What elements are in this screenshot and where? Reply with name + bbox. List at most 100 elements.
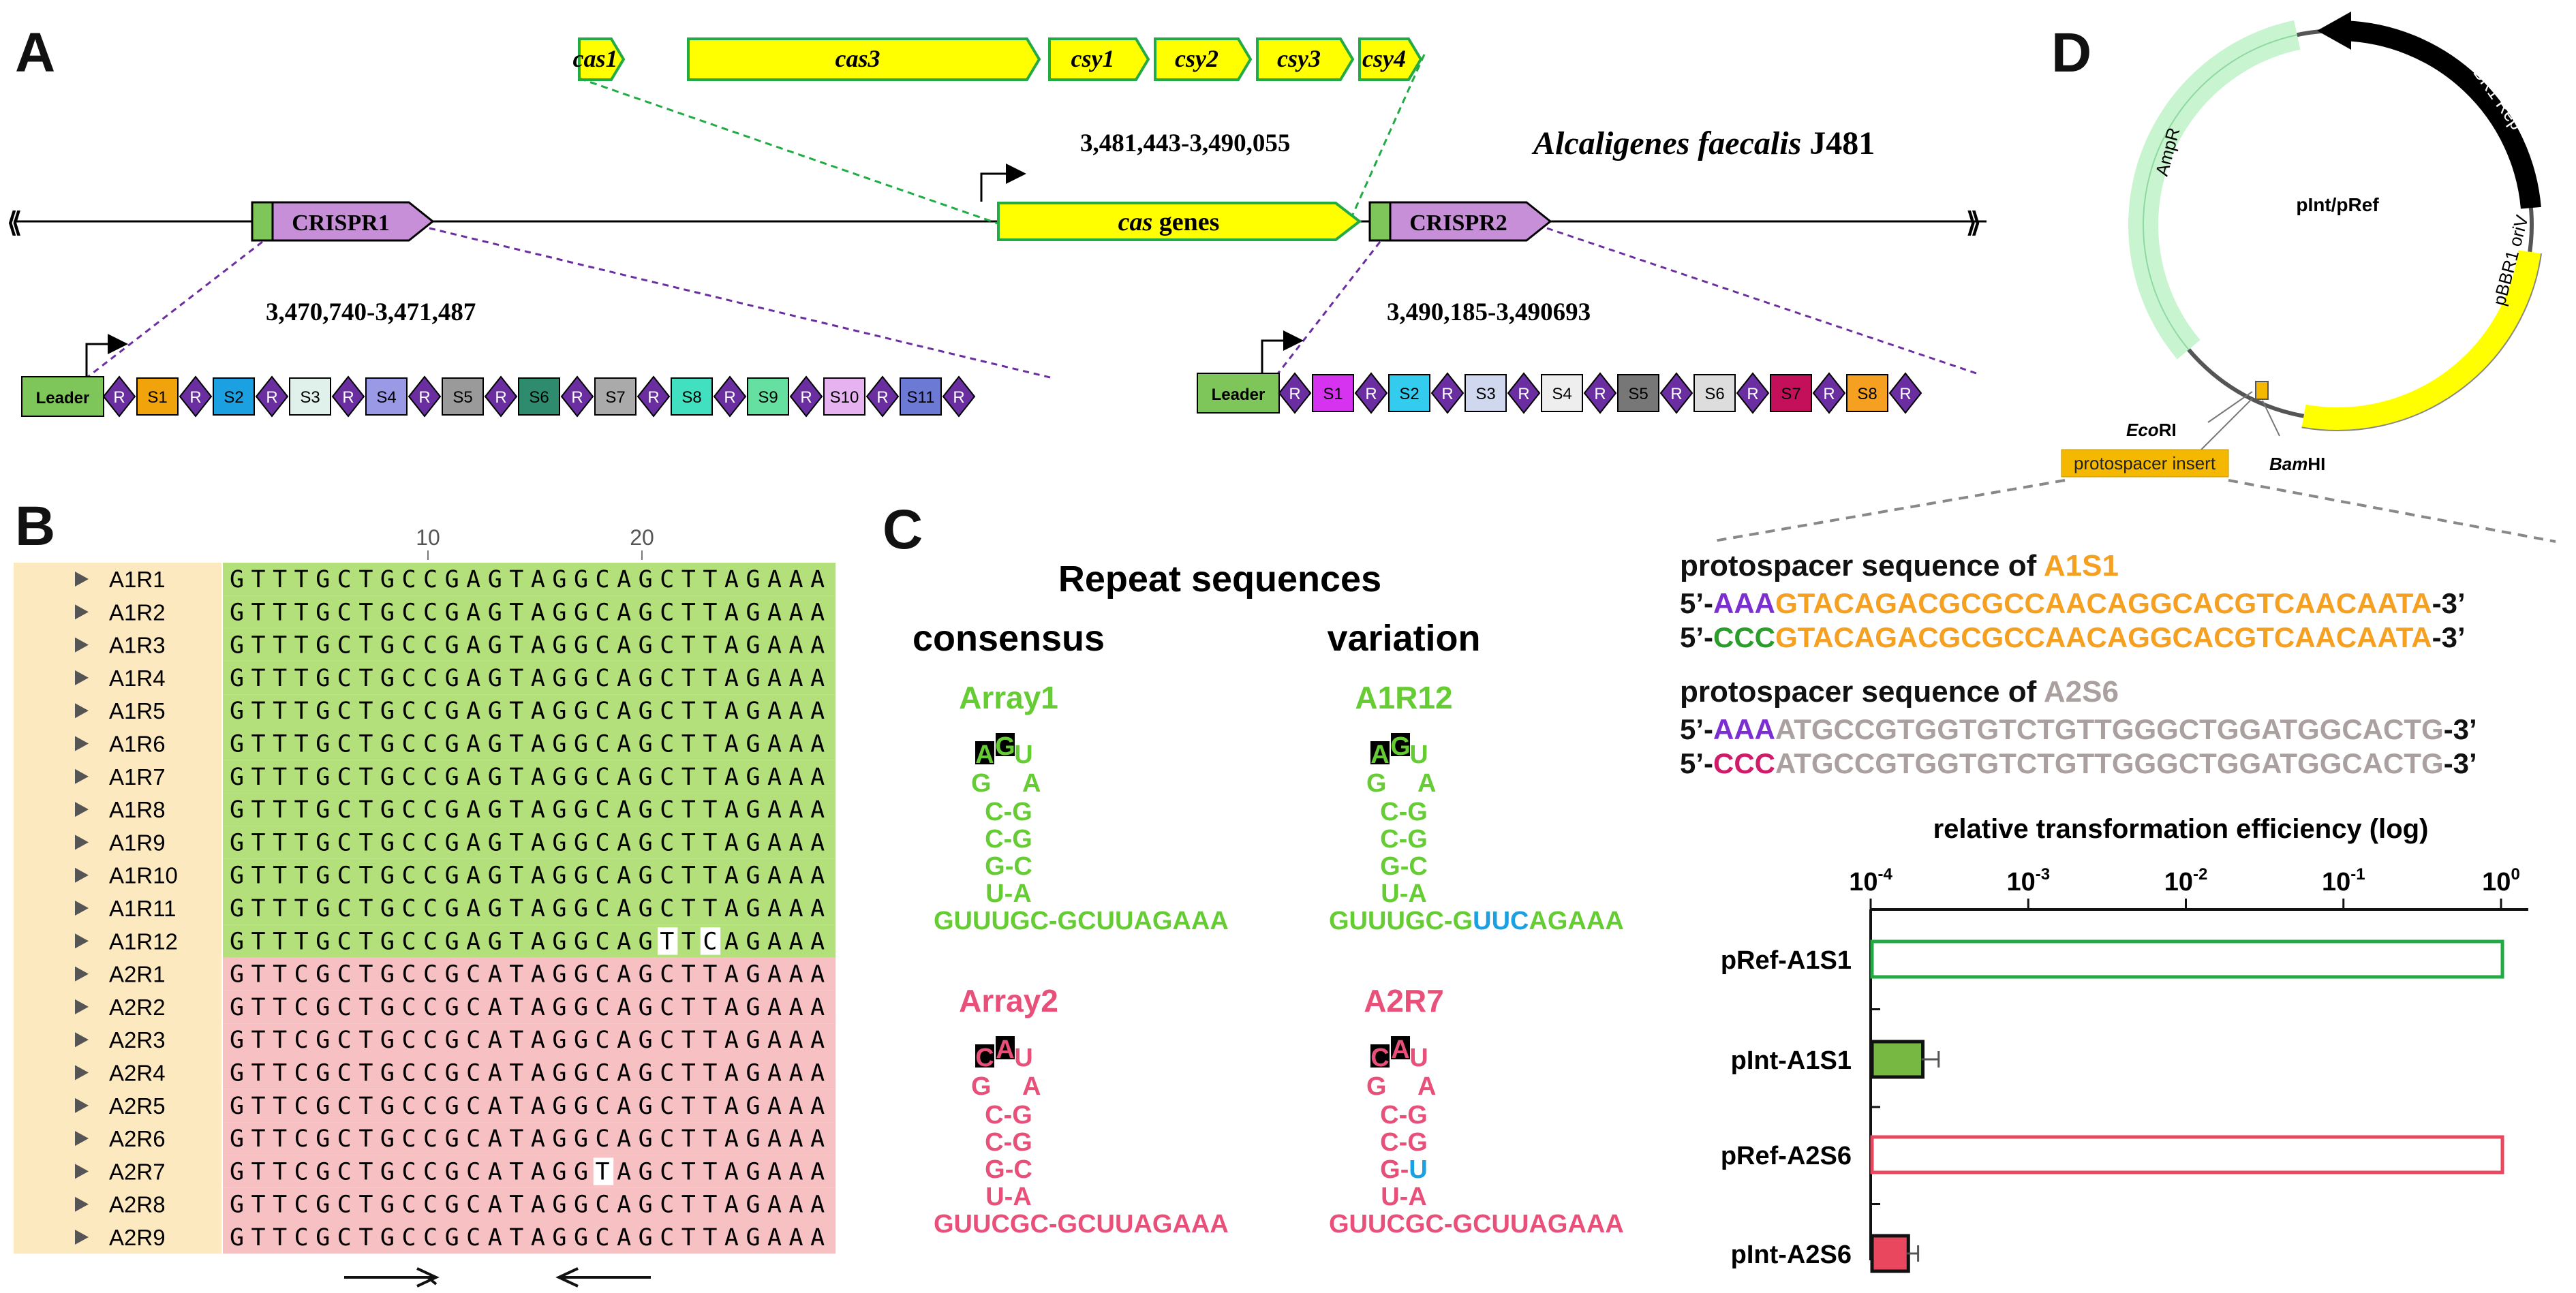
repeat-label: R	[342, 388, 354, 407]
repeat-label: R	[1747, 385, 1758, 403]
repeat-label: R	[571, 388, 583, 407]
stem-pair: G-C	[1380, 852, 1428, 881]
loop-base: G	[995, 732, 1015, 761]
stem-pair: G-U	[1380, 1155, 1428, 1184]
insert-zoom-line-left	[1710, 479, 2066, 543]
hairpin-tail: GUUCGC-GCUUAGAAA	[1329, 1210, 1624, 1239]
ruler-10: 10	[416, 525, 440, 550]
crispr1-label: CRISPR1	[292, 211, 390, 236]
array2-repeat: R	[1507, 372, 1541, 414]
array1-repeat: R	[865, 375, 900, 418]
stem-pair: C-G	[985, 1101, 1032, 1130]
sequence-name: A1R2	[109, 599, 166, 625]
loop-base: C	[1370, 1044, 1389, 1072]
sequence-name: A2R6	[109, 1126, 166, 1151]
stem-pair: C-G	[985, 1128, 1032, 1157]
highlight-box	[1370, 1044, 1390, 1068]
stem-pair: U-A	[985, 1183, 1032, 1211]
array2-repeat: R	[1659, 372, 1693, 414]
col-consensus: consensus	[913, 618, 1105, 659]
category-label: pRef-A2S6	[1721, 1142, 1852, 1170]
array1-spacer-s5: S5	[442, 377, 484, 416]
array2-spacer-s5: S5	[1617, 374, 1659, 412]
protospacer-line: 5’-AAAGTACAGACGCGCCAACAGGCACGTCAACAATA-3…	[1680, 587, 2466, 619]
highlight-box	[1391, 733, 1410, 756]
insert-leader	[2201, 398, 2253, 450]
highlight-box	[996, 733, 1015, 756]
spacer-label: S8	[681, 388, 701, 407]
crispr2-coords: 3,490,185-3,490693	[1387, 298, 1591, 326]
cas-gene-label: csy3	[1277, 45, 1321, 72]
cas-gene-label: csy2	[1175, 45, 1218, 72]
hairpin-tail: GUUUGC-GUUCAGAAA	[1329, 907, 1624, 935]
spacer-label: S4	[1552, 385, 1571, 403]
spacer-label: S2	[1399, 385, 1419, 403]
array1-spacer-s7: S7	[594, 377, 637, 416]
array1-spacer-s2: S2	[213, 377, 255, 416]
repeat-label: R	[1670, 385, 1682, 403]
sequence-name: A1R5	[109, 698, 166, 723]
hairpin-tail: GUUUGC-GCUUAGAAA	[934, 907, 1229, 935]
proto-a1s1-title: protospacer sequence of A1S1	[1680, 549, 2119, 582]
array1-spacer-s4: S4	[365, 377, 408, 416]
sequence-name: A2R7	[109, 1159, 166, 1184]
hairpin-label: A2R7	[1364, 983, 1444, 1018]
array2-spacer-s6: S6	[1693, 374, 1736, 412]
array1-promoter-arrow	[85, 334, 128, 377]
crispr2-zoom-line-right	[1546, 227, 1977, 375]
spacer-label: S6	[1704, 385, 1724, 403]
crispr2-zoom-line-left	[1273, 241, 1381, 379]
protospacer-line: 5’-AAAATGCCGTGGTGTCTGTTGGGCTGGATGGCACTG-…	[1680, 713, 2477, 745]
spacer-label: S7	[1781, 385, 1800, 403]
ampr-arc-edge	[2143, 34, 2297, 350]
cas-gene-label: csy1	[1071, 45, 1115, 72]
panel-letter-b: B	[15, 495, 55, 557]
array2-leader: Leader	[1197, 373, 1280, 414]
sequence-name: A1R9	[109, 830, 166, 855]
repeat-label: R	[1899, 385, 1911, 403]
repeat-title: Repeat sequences	[1058, 559, 1381, 599]
sequence-name: A2R5	[109, 1093, 166, 1119]
spacer-label: S5	[1628, 385, 1648, 403]
array2-repeat: R	[1430, 372, 1465, 414]
array2-spacer-s7: S7	[1770, 374, 1812, 412]
spacer-label: S9	[758, 388, 778, 407]
stem-pair: G-C	[985, 852, 1032, 881]
x-tick-label: 10-1	[2322, 865, 2365, 897]
sequence-name: A1R7	[109, 764, 166, 790]
pbbr1-oriv-edge	[2301, 253, 2543, 431]
ruler-20: 20	[630, 525, 654, 550]
repeat-label: R	[1594, 385, 1606, 403]
array1-repeat: R	[713, 375, 747, 418]
spacer-label: S3	[300, 388, 320, 407]
array1-repeat: R	[560, 375, 594, 418]
sequence-name: A2R3	[109, 1027, 166, 1053]
crispr1-block: CRISPR1	[251, 201, 435, 242]
pbbr1-rep-arrowhead	[2317, 12, 2351, 50]
leader-label: Leader	[36, 389, 90, 407]
array2-repeat: R	[1278, 372, 1312, 414]
insert-label: protospacer insert	[2074, 453, 2216, 473]
repeat-label: R	[876, 388, 888, 407]
mismatch-highlight	[658, 927, 678, 955]
bar-pref-a2s6	[1870, 1135, 2504, 1174]
array1-spacer-s11: S11	[900, 377, 942, 416]
array2-repeat: R	[1354, 372, 1388, 414]
cas-gene-csy3: csy3	[1256, 37, 1355, 81]
array1-repeat: R	[255, 375, 289, 418]
cas-genes-block: cas genes	[997, 202, 1362, 241]
bar-pref-a1s1	[1870, 939, 2504, 979]
